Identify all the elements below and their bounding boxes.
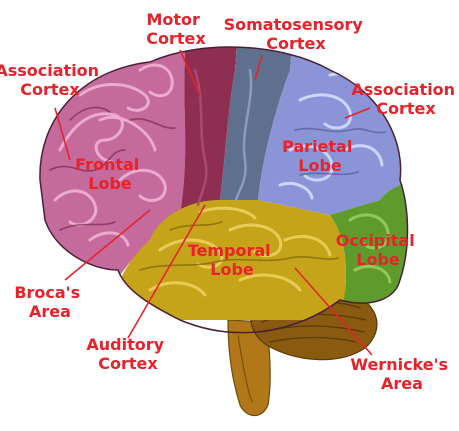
temporal-lobe-label: Temporal Lobe	[188, 241, 277, 279]
brocas-area-label: Broca's Area	[14, 283, 85, 321]
auditory-cortex-label: Auditory Cortex	[86, 335, 169, 373]
leader-assoc-left	[54, 107, 71, 161]
motor-cortex-label: Motor Cortex	[146, 10, 206, 48]
leader-somatosensory	[254, 54, 263, 81]
wernickes-area-label: Wernicke's Area	[350, 355, 453, 393]
leader-motor	[179, 49, 201, 96]
brain-outline	[39, 46, 409, 334]
leader-assoc-right	[344, 107, 371, 119]
leader-broca	[64, 209, 151, 281]
occipital-lobe-label: Occipital Lobe	[336, 231, 421, 269]
somatosensory-cortex-label: Somatosensory Cortex	[224, 15, 369, 53]
brainstem	[227, 319, 271, 417]
association-cortex-right-label: Association Cortex	[351, 80, 459, 118]
frontal-lobe-label: Frontal Lobe	[75, 155, 145, 193]
motor-cortex-region	[180, 47, 240, 215]
association-cortex-left-label: Association Cortex	[0, 61, 105, 99]
parietal-lobe-label: Parietal Lobe	[282, 137, 358, 175]
leader-wernicke	[294, 267, 373, 356]
leader-auditory	[127, 204, 206, 339]
occipital-lobe-region	[330, 175, 408, 320]
